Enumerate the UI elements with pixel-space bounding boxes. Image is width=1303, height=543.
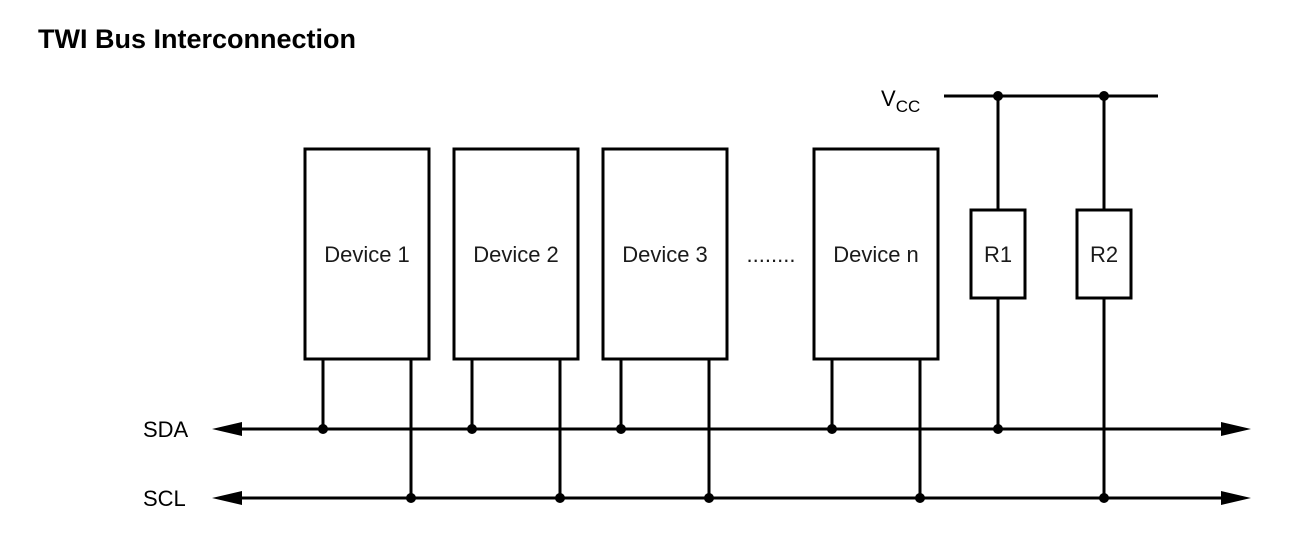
- junction-dot: [993, 91, 1003, 101]
- vcc-label: VCC: [881, 86, 920, 116]
- device-n-box: [812, 147, 940, 361]
- scl-left-arrow: [212, 491, 242, 505]
- device-3-box: [601, 147, 729, 361]
- junction-dot: [1099, 91, 1109, 101]
- junction-dot: [827, 424, 837, 434]
- scl-right-arrow: [1221, 491, 1251, 505]
- device-2-box: [452, 147, 580, 361]
- device-n-label: Device n: [833, 242, 919, 267]
- scl-label: SCL: [143, 486, 186, 511]
- junction-dot: [467, 424, 477, 434]
- junction-dot: [406, 493, 416, 503]
- device-ellipsis: ........: [747, 242, 796, 267]
- junction-dot: [993, 424, 1003, 434]
- sda-left-arrow: [212, 422, 242, 436]
- junction-dot: [915, 493, 925, 503]
- junction-dot: [318, 424, 328, 434]
- junction-dot: [616, 424, 626, 434]
- device-1-label: Device 1: [324, 242, 410, 267]
- r2-label: R2: [1090, 242, 1118, 267]
- r1-label: R1: [984, 242, 1012, 267]
- device-3-label: Device 3: [622, 242, 708, 267]
- sda-right-arrow: [1221, 422, 1251, 436]
- sda-label: SDA: [143, 417, 189, 442]
- device-1-box: [303, 147, 431, 361]
- diagram-title: TWI Bus Interconnection: [38, 24, 357, 54]
- junction-dot: [555, 493, 565, 503]
- junction-dot: [704, 493, 714, 503]
- junction-dot: [1099, 493, 1109, 503]
- device-2-label: Device 2: [473, 242, 559, 267]
